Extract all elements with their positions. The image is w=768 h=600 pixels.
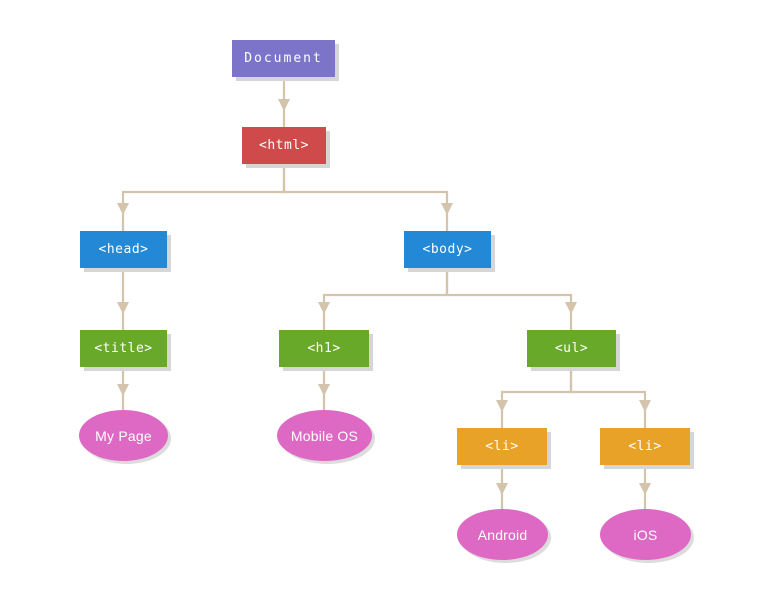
node-label-document: Document	[244, 51, 323, 66]
node-text-mobile-os[interactable]: Mobile OS	[277, 410, 372, 461]
node-label-title: <title>	[94, 341, 153, 356]
node-text-ios[interactable]: iOS	[600, 509, 691, 560]
node-h1[interactable]: <h1>	[279, 330, 369, 367]
arrowhead-icon	[496, 400, 508, 412]
arrowhead-icon	[441, 203, 453, 215]
node-label-text-ios: iOS	[633, 526, 658, 543]
edge-title-to-text-my-page	[117, 371, 129, 412]
node-ul[interactable]: <ul>	[527, 330, 616, 367]
edge-body-to-h1	[318, 272, 449, 330]
edge-html-to-body	[282, 168, 453, 231]
edge-html-to-head	[117, 168, 286, 231]
edge-li-2-to-text-ios	[639, 469, 651, 511]
arrowhead-icon	[318, 302, 330, 314]
node-text-my-page[interactable]: My Page	[79, 410, 168, 461]
arrowhead-icon	[117, 203, 129, 215]
node-html[interactable]: <html>	[242, 127, 326, 164]
edge-document-to-html	[278, 81, 290, 127]
node-label-li-2: <li>	[628, 439, 662, 454]
arrowhead-icon	[117, 384, 129, 396]
node-label-h1: <h1>	[307, 341, 341, 356]
node-li-2[interactable]: <li>	[600, 428, 690, 465]
node-text-android[interactable]: Android	[457, 509, 548, 560]
node-label-head: <head>	[98, 242, 149, 257]
edge-ul-to-li-1	[496, 371, 573, 428]
node-label-text-mobile-os: Mobile OS	[290, 427, 359, 444]
arrowhead-icon	[318, 384, 330, 396]
arrowhead-icon	[278, 99, 290, 111]
arrowhead-icon	[565, 302, 577, 314]
node-label-text-my-page: My Page	[95, 427, 152, 444]
node-label-html: <html>	[259, 138, 309, 153]
arrowhead-icon	[639, 400, 651, 412]
edge-li-1-to-text-android	[496, 469, 508, 511]
edge-ul-to-li-2	[569, 371, 651, 428]
node-li-1[interactable]: <li>	[457, 428, 547, 465]
edge-head-to-title	[117, 272, 129, 330]
node-label-ul: <ul>	[554, 341, 589, 356]
node-title[interactable]: <title>	[80, 330, 167, 367]
node-label-body: <body>	[422, 242, 473, 257]
node-head[interactable]: <head>	[80, 231, 167, 268]
arrowhead-icon	[496, 483, 508, 495]
node-label-text-android: Android	[477, 526, 528, 543]
edge-h1-to-text-mobile-os	[318, 371, 330, 412]
edge-body-to-ul	[445, 272, 577, 330]
arrowhead-icon	[117, 302, 129, 314]
node-document[interactable]: Document	[232, 40, 335, 77]
node-label-li-1: <li>	[485, 439, 519, 454]
node-body[interactable]: <body>	[404, 231, 491, 268]
arrowhead-icon	[639, 483, 651, 495]
